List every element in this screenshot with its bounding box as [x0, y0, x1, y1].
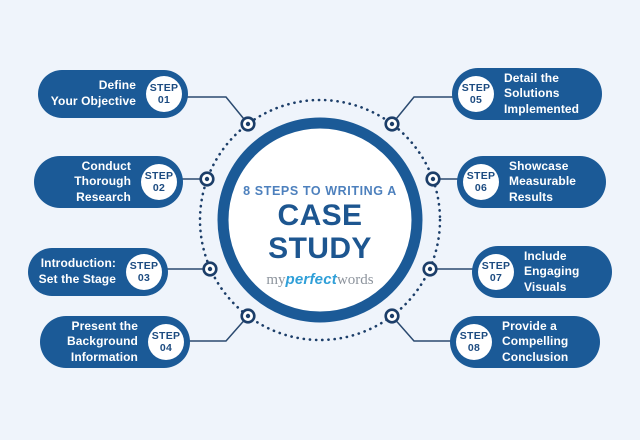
- step-badge-number: 01: [157, 94, 171, 106]
- bullseye-node-6: [425, 171, 441, 187]
- step-label-2: Conduct Thorough Research: [74, 158, 131, 204]
- step-badge-word: STEP: [481, 259, 511, 272]
- step-badge-word: STEP: [151, 329, 181, 342]
- step-badge-4: STEP 04: [148, 324, 184, 360]
- step-badge-number: 07: [489, 272, 503, 284]
- bullseye-node-7: [422, 261, 438, 277]
- logo-prefix: my: [266, 272, 286, 288]
- step-pill-3: Introduction: Set the Stage STEP 03: [28, 248, 168, 296]
- step-label-8: Provide a Compelling Conclusion: [502, 318, 569, 364]
- step-badge-number: 08: [467, 342, 481, 354]
- step-pill-1: Define Your Objective STEP 01: [38, 70, 188, 118]
- step-label-4: Present the Background Information: [66, 318, 138, 364]
- step-badge-word: STEP: [144, 169, 174, 182]
- center-subtitle: 8 STEPS TO WRITING A: [243, 184, 397, 198]
- step-pill-5: Detail the Solutions Implemented STEP 05: [452, 68, 602, 120]
- step-badge-1: STEP 01: [146, 76, 182, 112]
- step-pill-8: Provide a Compelling Conclusion STEP 08: [450, 316, 600, 368]
- step-label-7: Include Engaging Visuals: [524, 248, 580, 294]
- step-badge-8: STEP 08: [456, 324, 492, 360]
- step-badge-word: STEP: [459, 329, 489, 342]
- bullseye-node-2: [199, 171, 215, 187]
- step-label-1: Define Your Objective: [50, 78, 136, 108]
- step-badge-word: STEP: [461, 81, 491, 94]
- step-badge-number: 04: [159, 342, 173, 354]
- brand-logo: myperfectwords: [225, 271, 415, 289]
- bullseye-node-4: [240, 308, 256, 324]
- step-badge-2: STEP 02: [141, 164, 177, 200]
- center-circle: [217, 117, 423, 323]
- step-badge-number: 02: [152, 182, 166, 194]
- bullseye-node-1: [240, 116, 256, 132]
- step-badge-number: 05: [469, 94, 483, 106]
- step-badge-number: 03: [137, 272, 151, 284]
- bullseye-node-8: [384, 308, 400, 324]
- step-label-6: Showcase Measurable Results: [509, 158, 577, 204]
- step-badge-5: STEP 05: [458, 76, 494, 112]
- step-badge-word: STEP: [466, 169, 496, 182]
- step-pill-2: Conduct Thorough Research STEP 02: [34, 156, 183, 208]
- bullseye-node-5: [384, 116, 400, 132]
- step-pill-6: Showcase Measurable Results STEP 06: [457, 156, 606, 208]
- center-title: CASE STUDY: [268, 199, 372, 265]
- step-badge-word: STEP: [129, 259, 159, 272]
- step-badge-7: STEP 07: [478, 254, 514, 290]
- step-pill-4: Present the Background Information STEP …: [40, 316, 190, 368]
- center-title-block: 8 STEPS TO WRITING A CASE STUDY myperfec…: [225, 184, 415, 289]
- logo-suffix: words: [336, 272, 374, 288]
- bullseye-node-3: [202, 261, 218, 277]
- step-pill-7: Include Engaging Visuals STEP 07: [472, 246, 612, 298]
- step-badge-word: STEP: [149, 81, 179, 94]
- step-badge-6: STEP 06: [463, 164, 499, 200]
- dotted-ring: [198, 98, 442, 342]
- step-label-5: Detail the Solutions Implemented: [504, 70, 580, 116]
- logo-middle: perfect: [285, 271, 337, 288]
- step-badge-3: STEP 03: [126, 254, 162, 290]
- step-badge-number: 06: [474, 182, 488, 194]
- step-label-3: Introduction: Set the Stage: [38, 256, 116, 286]
